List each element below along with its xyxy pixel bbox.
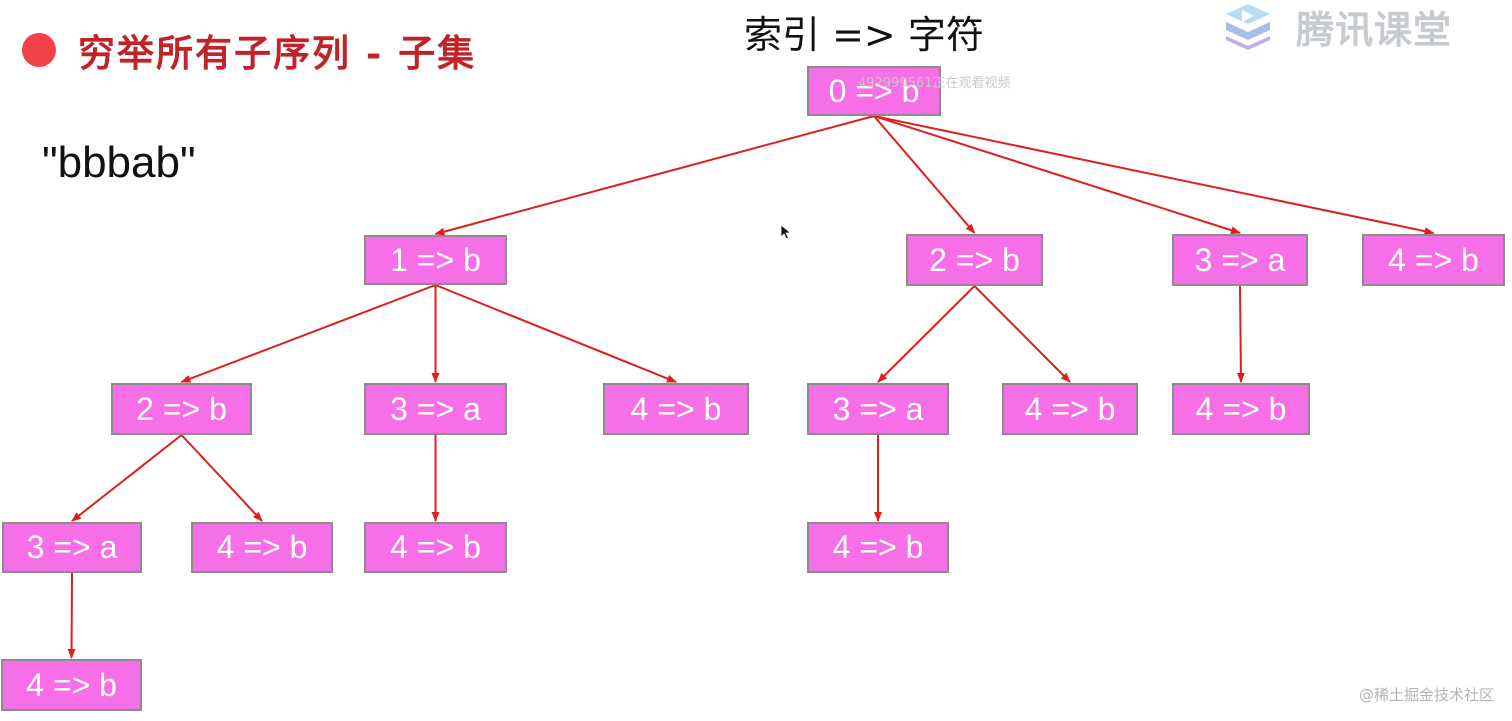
tree-edge-arrow bbox=[71, 434, 183, 522]
tree-node: 4 => b bbox=[364, 522, 507, 573]
tencent-classroom-logo: 腾讯课堂 bbox=[1218, 0, 1452, 52]
tree-node: 4 => b bbox=[1002, 383, 1138, 435]
tree-node: 4 => b bbox=[807, 522, 949, 573]
tree-node: 2 => b bbox=[906, 234, 1043, 286]
tree-edge-arrow bbox=[973, 285, 1071, 383]
slide-title: 穷举所有子序列 - 子集 bbox=[78, 31, 477, 75]
legend-label: 索引 => 字符 bbox=[744, 13, 984, 57]
tree-node: 4 => b bbox=[603, 383, 749, 435]
tree-node: 4 => b bbox=[1362, 234, 1505, 286]
tree-node: 4 => b bbox=[191, 522, 333, 573]
tree-edge-arrow bbox=[877, 285, 976, 383]
tree-edge-arrow bbox=[67, 572, 76, 659]
slide-title-bar: 穷举所有子序列 - 子集 bbox=[22, 22, 476, 78]
tree-node: 3 => a bbox=[1172, 234, 1308, 286]
input-string: "bbbab" bbox=[42, 138, 196, 187]
tree-node: 3 => a bbox=[807, 383, 949, 435]
tree-node: 3 => a bbox=[364, 383, 507, 435]
tree-edge-arrow bbox=[873, 115, 976, 234]
tree-node: 3 => a bbox=[2, 522, 142, 573]
tree-node: 1 => b bbox=[364, 235, 507, 285]
tree-node: 4 => b bbox=[1172, 383, 1310, 435]
red-circle-bullet-icon bbox=[22, 33, 56, 67]
tencent-classroom-play-icon bbox=[1226, 4, 1270, 50]
tree-node: 2 => b bbox=[111, 383, 252, 435]
tree-edge-arrow bbox=[435, 284, 677, 383]
tree-edge-arrow bbox=[873, 115, 1435, 236]
footer-credit: @稀土掘金技术社区 bbox=[1358, 686, 1494, 704]
tree-node: 0 => b bbox=[807, 66, 941, 116]
viewer-overlay: 492999561正在观看视频 bbox=[858, 76, 1011, 91]
tree-edge-arrow bbox=[873, 115, 1241, 235]
tree-edge-arrow bbox=[180, 284, 436, 383]
logo-text: 腾讯课堂 bbox=[1296, 7, 1453, 52]
mouse-pointer-icon bbox=[780, 224, 792, 240]
tree-edge-arrow bbox=[1236, 285, 1245, 383]
tree-edge-arrow bbox=[434, 115, 875, 236]
tree-node: 4 => b bbox=[1, 659, 142, 711]
tree-edge-arrow bbox=[180, 434, 263, 522]
